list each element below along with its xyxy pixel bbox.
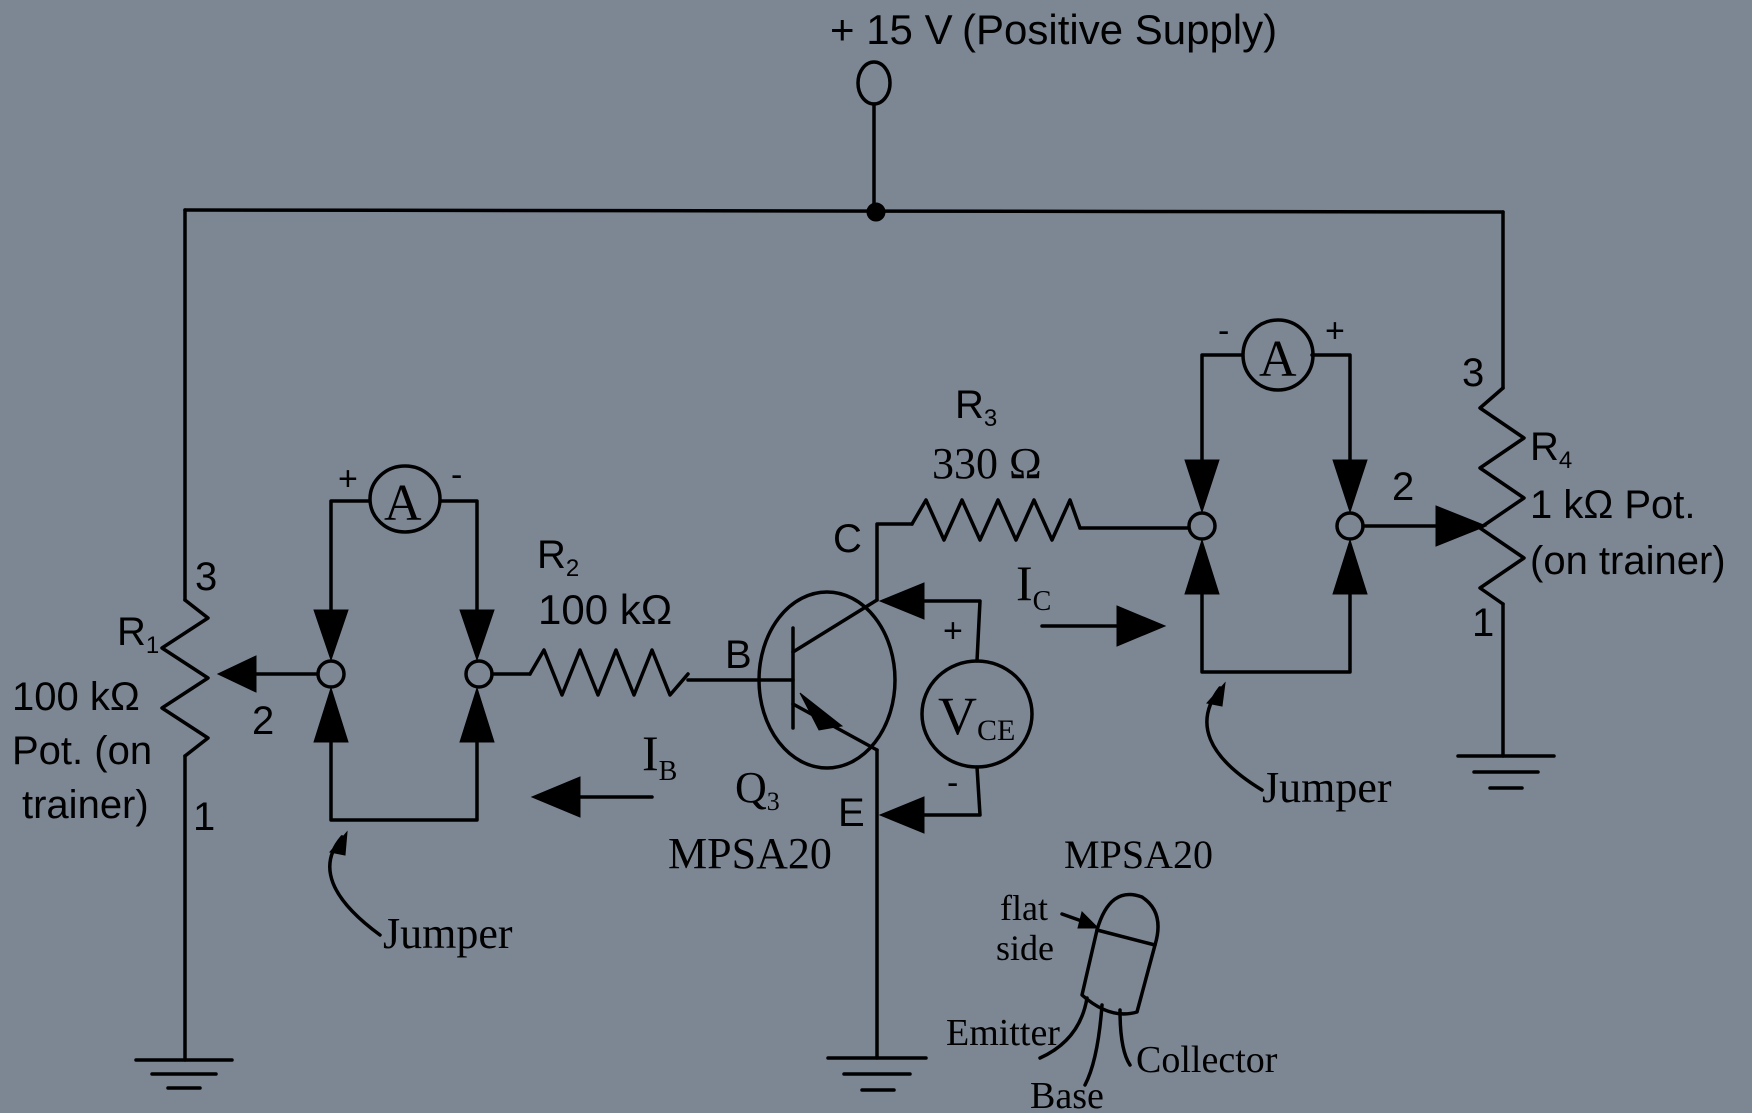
r1-pin3: 3 <box>195 555 217 599</box>
transistor-emitter-arrow <box>799 692 844 731</box>
base-loop-arrow-up-right <box>459 686 495 743</box>
collector-meter-loop-left <box>1200 353 1244 484</box>
package-emitter-label: Emitter <box>946 1012 1060 1054</box>
supply-junction <box>866 202 886 222</box>
package-lead-emitter <box>1038 996 1089 1060</box>
r1-line2: Pot. (on <box>12 729 152 773</box>
ground-left <box>134 1058 234 1090</box>
r4-wiper-arrow <box>1435 505 1488 547</box>
r4-pin2: 2 <box>1392 465 1414 509</box>
collector-ammeter-minus: - <box>1218 312 1229 350</box>
voltmeter-plus: + <box>943 612 963 650</box>
r1-wiper-arrow <box>216 655 257 693</box>
package-flat-label-1: flat <box>1000 888 1048 928</box>
r4-pin1: 1 <box>1472 601 1494 645</box>
collector-loop-arrow-down-right <box>1332 459 1368 514</box>
r1-value: 100 kΩ <box>12 675 140 719</box>
top-rail <box>183 208 1505 214</box>
transistor-base-label: B <box>725 633 752 677</box>
collector-ammeter-symbol: A <box>1259 331 1297 388</box>
r2-value: 100 kΩ <box>538 586 672 633</box>
r2-resistor <box>528 648 690 697</box>
supply-label: + 15 V <box>830 6 953 53</box>
collector-jumper-loop <box>1200 568 1352 674</box>
base-loop-arrow-up-left <box>313 686 349 743</box>
collector-meter-loop-right <box>1310 353 1352 484</box>
r4-value: 1 kΩ Pot. <box>1530 483 1696 527</box>
voltmeter-bottom-arrow <box>878 796 925 834</box>
voltmeter-top-lead <box>910 599 982 663</box>
collector-loop-arrow-up-left <box>1184 538 1220 595</box>
r4-resistor <box>1478 386 1526 606</box>
base-jumper-node-right <box>464 659 494 689</box>
supply-desc: (Positive Supply) <box>962 6 1277 53</box>
ib-label: IB <box>642 725 677 787</box>
package-base-label: Base <box>1030 1075 1104 1113</box>
transistor-part: MPSA20 <box>668 829 832 878</box>
transistor-name: Q3 <box>735 763 780 816</box>
base-ammeter-circle <box>368 464 442 534</box>
voltmeter-bottom-lead <box>910 765 982 817</box>
base-meter-loop <box>329 499 371 634</box>
r1-pin2: 2 <box>252 699 274 743</box>
r3-value: 330 Ω <box>932 439 1042 488</box>
base-ammeter-symbol: A <box>384 475 422 532</box>
r3-resistor <box>910 498 1082 542</box>
base-ammeter-minus: - <box>451 456 462 494</box>
jumper-label-right: Jumper <box>1262 763 1392 812</box>
r3-name: R3 <box>955 383 997 432</box>
ib-arrow-head <box>530 776 581 818</box>
package-title: MPSA20 <box>1064 832 1213 877</box>
ground-right <box>1456 754 1556 790</box>
package-collector-label: Collector <box>1136 1039 1278 1081</box>
r1-name: R1 <box>117 610 159 659</box>
base-jumper-node-left <box>316 659 346 689</box>
package-lead-collector <box>1118 1008 1132 1067</box>
ground-center <box>826 1056 928 1092</box>
base-ammeter-plus: + <box>338 460 358 498</box>
r4-line2: (on trainer) <box>1530 539 1726 583</box>
collector-ammeter-circle <box>1241 318 1315 392</box>
transistor-body <box>757 590 897 770</box>
r1-line3: trainer) <box>22 783 149 827</box>
collector-wire <box>875 522 914 602</box>
collector-jumper-node-left <box>1187 511 1217 541</box>
package-dome <box>1095 892 1160 947</box>
r4-name: R4 <box>1530 425 1572 474</box>
collector-loop-arrow-up-right <box>1332 538 1368 595</box>
r4-pin3: 3 <box>1462 351 1484 395</box>
supply-terminal <box>856 60 892 106</box>
collector-ammeter-plus: + <box>1325 312 1345 350</box>
base-loop-arrow-down-left <box>313 609 349 662</box>
transistor-collector-label: C <box>833 517 862 561</box>
r1-pin1: 1 <box>193 795 215 839</box>
transistor-collector-leg <box>791 598 879 654</box>
r2-name: R2 <box>537 533 579 582</box>
collector-jumper-pointer-head <box>1206 681 1226 707</box>
base-meter-loop-right <box>439 499 479 634</box>
package-flat-arrow-head <box>1077 911 1100 929</box>
r1-resistor <box>160 598 210 758</box>
package-lead-base <box>1083 1003 1104 1087</box>
collector-jumper-node-right <box>1335 511 1365 541</box>
base-jumper-loop <box>329 716 479 822</box>
base-jumper-pointer-head <box>329 830 348 856</box>
collector-loop-arrow-down-left <box>1184 459 1220 514</box>
base-loop-arrow-down-right <box>459 609 495 662</box>
package-body <box>1080 928 1157 1016</box>
voltmeter-minus: - <box>947 764 958 802</box>
voltmeter-symbol: VCE <box>938 686 1015 747</box>
jumper-label-left: Jumper <box>383 909 513 958</box>
ic-label: IC <box>1016 555 1051 617</box>
ic-arrow-head <box>1116 605 1167 647</box>
voltmeter-top-arrow <box>878 582 925 620</box>
transistor-emitter-label: E <box>838 791 865 835</box>
package-flat-label-2: side <box>996 928 1054 968</box>
